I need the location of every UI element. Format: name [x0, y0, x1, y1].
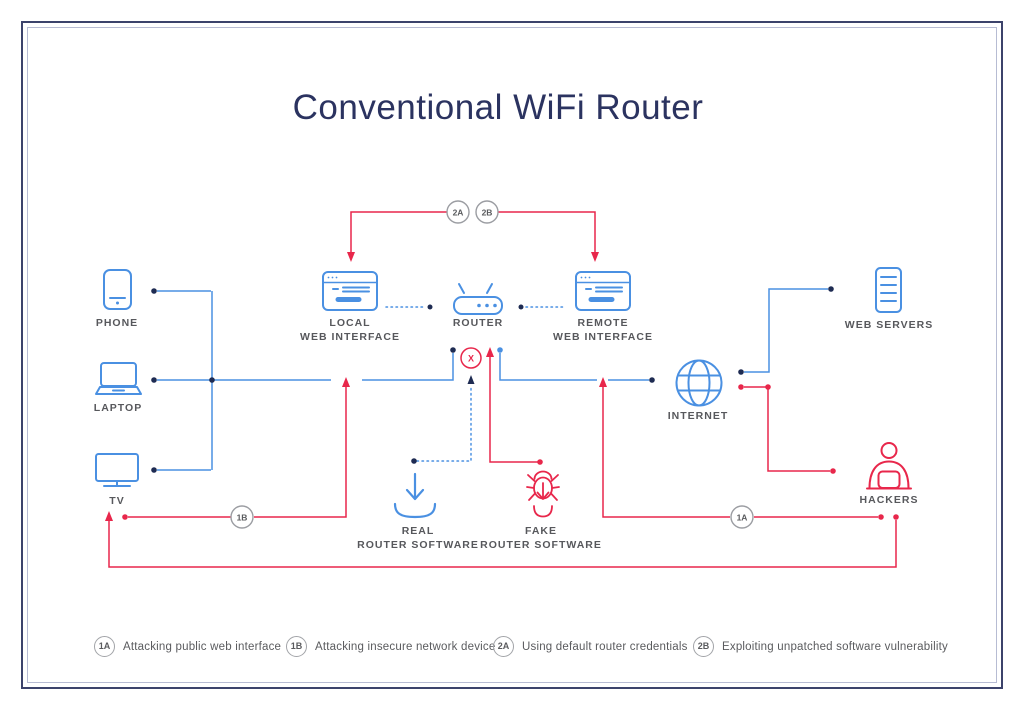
laptop-icon	[95, 362, 142, 395]
attack-path-1b	[128, 387, 347, 518]
local-web-interface-label: LOCAL WEB INTERFACE	[300, 317, 400, 343]
svg-text:2B: 2B	[482, 208, 493, 218]
fake-software-arrowhead	[486, 347, 494, 357]
attack-2a-arrowhead	[347, 252, 355, 262]
legend-badge-1b: 1B	[286, 636, 307, 657]
navy-connection-dots	[151, 286, 834, 473]
legend-text-1b: Attacking insecure network device	[315, 640, 496, 653]
attack-path-1a	[602, 387, 878, 518]
internet-to-hackers-path	[744, 386, 830, 472]
blocked-x-badge: X	[460, 347, 482, 369]
attack-path-2b	[498, 211, 596, 252]
legend-item-1a: 1A Attacking public web interface	[94, 636, 281, 657]
svg-text:1A: 1A	[737, 513, 748, 523]
web-servers-label: WEB SERVERS	[844, 319, 934, 331]
legend-badge-2a: 2A	[493, 636, 514, 657]
tv-attack-arrowhead	[105, 511, 113, 521]
tv-label: TV	[109, 495, 125, 507]
fake-router-software-icon	[526, 470, 560, 518]
fake-software-injection-path	[489, 357, 540, 463]
legend-item-2a: 2A Using default router credentials	[493, 636, 688, 657]
router-icon	[453, 283, 503, 315]
attack-path-2a	[350, 211, 447, 252]
legend-text-2a: Using default router credentials	[522, 640, 688, 653]
legend-text-1a: Attacking public web interface	[123, 640, 282, 653]
fake-router-software-label: FAKE ROUTER SOFTWARE	[480, 525, 602, 551]
real-router-software-label: REAL ROUTER SOFTWARE	[357, 525, 479, 551]
internet-globe-icon	[675, 359, 723, 407]
network-lines	[157, 288, 828, 471]
legend-item-2b: 2B Exploiting unpatched software vulnera…	[693, 636, 948, 657]
remote-web-interface-icon	[576, 272, 630, 310]
attack-1b-arrowhead	[342, 377, 350, 387]
attack-2b-arrowhead	[591, 252, 599, 262]
attack-1a-arrowhead	[599, 377, 607, 387]
svg-text:X: X	[468, 354, 474, 364]
hackers-icon	[866, 442, 912, 490]
legend-item-1b: 1B Attacking insecure network device	[286, 636, 495, 657]
laptop-label: LAPTOP	[93, 402, 143, 414]
legend-badge-2b: 2B	[693, 636, 714, 657]
phone-icon	[103, 269, 132, 310]
legend-badge-1a: 1A	[94, 636, 115, 657]
badge-1b: 1B	[230, 505, 254, 529]
red-connection-dots	[122, 384, 899, 520]
remote-web-interface-label: REMOTE WEB INTERFACE	[553, 317, 653, 343]
real-software-arrowhead	[467, 375, 475, 384]
dotted-links	[385, 306, 567, 462]
hackers-to-tv-path	[108, 520, 897, 568]
svg-text:2A: 2A	[453, 208, 464, 218]
router-label: ROUTER	[452, 317, 504, 329]
real-software-update-path	[416, 385, 472, 462]
page-title: Conventional WiFi Router	[292, 88, 704, 127]
svg-text:1B: 1B	[237, 513, 248, 523]
internet-label: INTERNET	[667, 410, 729, 422]
blue-connection-dot	[497, 347, 503, 353]
badge-2a: 2A	[446, 200, 470, 224]
badge-1a: 1A	[730, 505, 754, 529]
tv-icon	[95, 453, 139, 487]
real-router-software-icon	[393, 472, 437, 519]
local-web-interface-icon	[323, 272, 377, 310]
hackers-label: HACKERS	[859, 494, 919, 506]
web-servers-icon	[875, 267, 902, 313]
legend-text-2b: Exploiting unpatched software vulnerabil…	[722, 640, 948, 653]
phone-label: PHONE	[95, 317, 139, 329]
badge-2b: 2B	[475, 200, 499, 224]
